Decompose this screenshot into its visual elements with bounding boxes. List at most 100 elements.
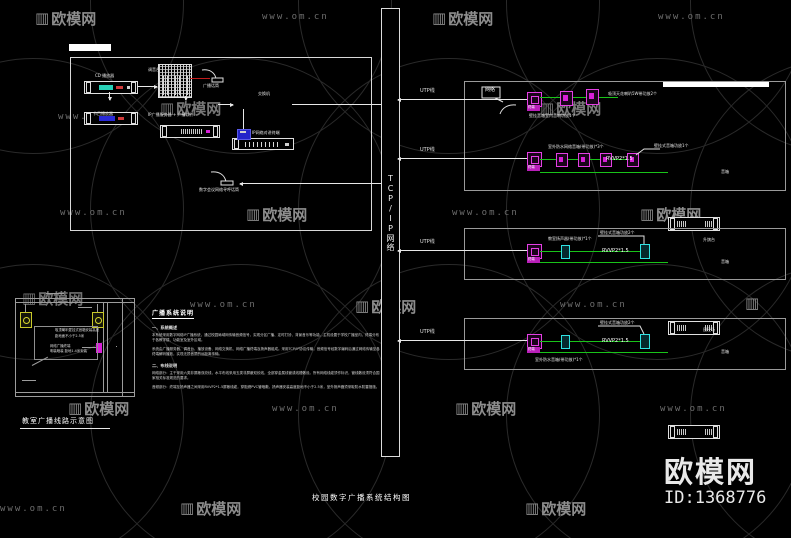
zone-4-right-device-label: 音箱 (721, 349, 729, 354)
watermark-logo-label: 欧模网 (262, 206, 308, 224)
zone-2-speaker (556, 153, 568, 167)
classroom-plan: 吸顶喇叭壁挂式音箱安装高度 距地面不小于2.5米 网络广播终端 明装暗装 距地1… (10, 288, 140, 416)
terminal-glyph (531, 156, 539, 164)
watermark-logo: ▥ 欧模网 (160, 98, 221, 119)
cd-indicator (116, 86, 123, 89)
zone-3-leader-line (598, 235, 645, 244)
device-faceplate (677, 429, 687, 435)
zone-4-amp-note: 壁挂式音箱功放2个 (600, 320, 635, 325)
plan-ceiling-speaker-label: 吸顶喇叭壁挂式音箱安装高度 (55, 328, 100, 332)
speaker-glyph (603, 157, 607, 162)
rack-ear-right (131, 113, 136, 124)
watermark-logo: ▥ 欧模网 (22, 288, 83, 309)
zone-1-network-link (398, 99, 530, 100)
control-room-frame (70, 57, 372, 231)
zone-1-speaker (560, 91, 573, 106)
mic-to-matrix-link (190, 78, 210, 79)
speaker-cone-icon (95, 317, 102, 324)
watermark-brand-block: 欧模网 ID:1368776 (664, 458, 766, 511)
watermark-url: www.om.cn (60, 208, 127, 218)
zone-2-audio-bus-lower (540, 172, 668, 173)
om-logo-icon: ▥ (745, 294, 759, 312)
zone-3-terminal-tag (527, 257, 540, 263)
switch-ports (245, 142, 281, 147)
plan-callout-box (34, 326, 98, 360)
watermark-logo-label: 欧模网 (51, 10, 97, 28)
watermark-logo: ▥ 欧模网 (455, 398, 516, 419)
notes-paragraph: 本系统采用数字网络IP广播系统，通过校园局域网传输音频信号，实现分区广播、定时打… (152, 333, 380, 343)
plan-terminal-label: 网络广播终端 (50, 344, 71, 348)
cd-player-label: CD 播放器 (95, 73, 115, 78)
zone-2-horn-note: 壁挂式音箱功放1个 (654, 143, 689, 148)
rack-ear-left (86, 82, 91, 93)
watermark-logo-label: 欧模网 (84, 400, 130, 418)
om-logo-icon: ▥ (540, 99, 554, 117)
matrix-to-host-link (185, 96, 186, 100)
zone-4-audio-bus (540, 341, 644, 342)
speaker-cone-icon (23, 317, 30, 324)
broadcast-mic-label: 广播话筒 (203, 83, 219, 88)
om-logo-icon: ▥ (35, 9, 49, 27)
zone-4-cable-label: RVVP2*1.5 (602, 338, 629, 344)
zone-2-leader-line (635, 148, 660, 156)
rack-ear-right (713, 218, 718, 230)
remote-paging-mic-icon (210, 171, 234, 186)
zone-1-link-label: UTP线 (420, 88, 435, 94)
zone-3-speaker-note: 教室扬声器(带功放)*1个 (548, 236, 592, 241)
network-switch-label: 交换机 (258, 91, 270, 96)
watermark-url: www.om.cn (272, 404, 339, 414)
plan-wall-top2 (15, 302, 135, 303)
rack-ear-left (670, 218, 675, 230)
device-faceplate (705, 429, 713, 435)
watermark-url: www.om.cn (0, 504, 67, 514)
watermark-logo: ▥ 欧模网 (180, 498, 241, 519)
notes-section-title: 一、系统概述 (152, 325, 178, 330)
plan-tick (22, 380, 36, 381)
zone-3-speaker (640, 244, 650, 259)
host-to-switch-link (218, 104, 233, 105)
audio-matrix-faders (159, 76, 189, 95)
zone-2-terminal-tag-label: 终端 (528, 165, 535, 169)
notes-section-title: 二、布线说明 (152, 362, 178, 368)
device-faceplate (705, 221, 713, 227)
paging-mic-to-network-link (240, 183, 385, 184)
terminal-glyph (531, 338, 539, 346)
zone-4-terminal-tag (527, 347, 540, 353)
watermark-brand-name: 欧模网 (664, 455, 758, 489)
cd-player-device (84, 81, 138, 94)
audio-matrix-label: 调音台 (148, 67, 160, 72)
plan-wall-top (15, 298, 135, 299)
zone-panel-3 (464, 228, 786, 280)
watermark-logo: ▥ 欧模网 (525, 498, 586, 519)
switch-to-network-link (292, 104, 384, 105)
plan-leader-left (25, 304, 26, 312)
zone-2-terminal-tag (527, 165, 540, 171)
zone-2-speaker-note: 室外防水网络音箱(带功放)*3个 (548, 144, 604, 149)
plan-wall-inner (103, 302, 104, 392)
rack-ear-left (234, 139, 239, 149)
watermark-logo-label: 欧模网 (38, 290, 84, 308)
rack-ear-left (162, 126, 167, 137)
plan-terminal-spec: 明装暗装 距地1.4米安装 (50, 349, 87, 353)
cd-display (99, 85, 113, 90)
plan-wall-right2 (134, 298, 135, 397)
tcp-ip-network-label: TCP/IP网络 (386, 174, 395, 252)
zone-3-network-link (398, 250, 530, 251)
watermark-logo: ▥ 欧模网 (432, 8, 493, 29)
zone-4-terminal-tag-label: 终端 (528, 347, 535, 351)
zone-4-right-device (668, 425, 720, 439)
notes-block: 广播系统说明 一、系统概述 本系统采用数字网络IP广播系统，通过校园局域网传输音… (152, 300, 380, 390)
watermark-url: www.om.cn (660, 404, 727, 414)
zone-2-cable-label: RVVP2*1.5 (606, 156, 633, 162)
om-logo-icon: ▥ (432, 9, 446, 27)
rack-ear-right (213, 126, 218, 137)
speaker-glyph (589, 93, 594, 99)
zone-3-audio-bus (540, 251, 644, 252)
watermark-url: www.om.cn (658, 12, 725, 22)
rack-ear-right (713, 426, 718, 438)
plan-broadcast-terminal (96, 343, 102, 353)
plan-ceiling-speaker (20, 312, 32, 328)
tcp-ip-network-bar: TCP/IP网络 (381, 8, 400, 457)
zone-4-audio-bus-lower (540, 352, 668, 353)
